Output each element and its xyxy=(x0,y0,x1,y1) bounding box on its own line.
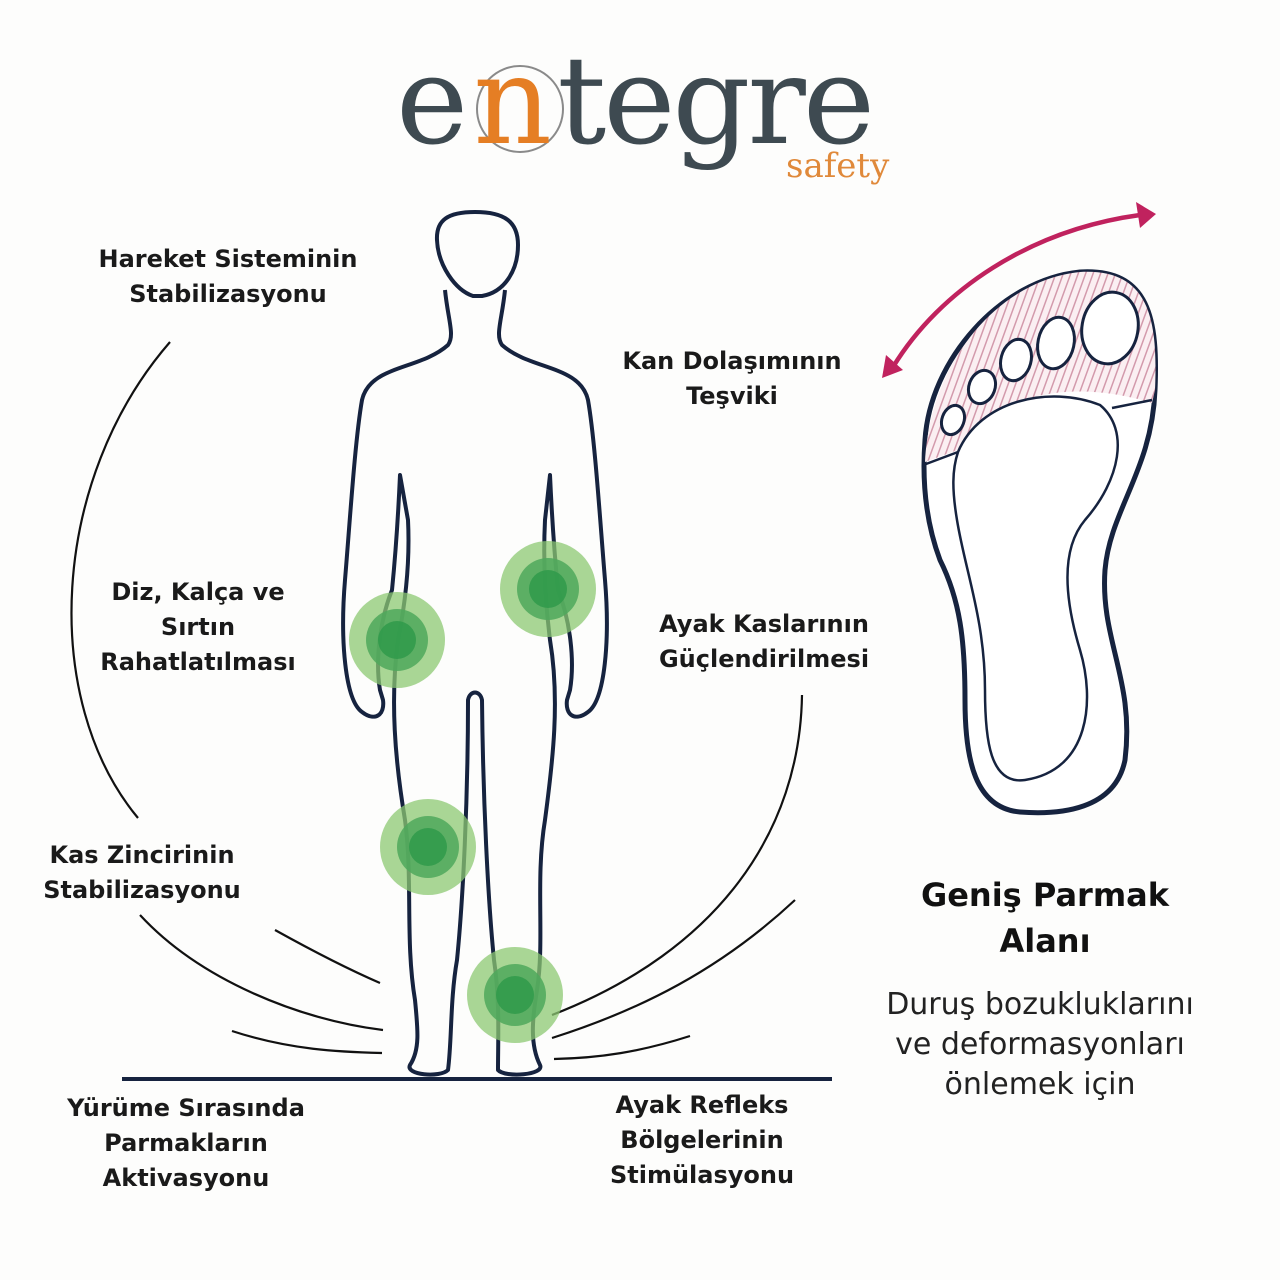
feature-title-line: Alanı xyxy=(999,922,1091,960)
label-line: Ayak Kaslarının xyxy=(659,610,869,638)
label-line: Rahatlatılması xyxy=(100,648,296,676)
feature-title: Geniş Parmak Alanı xyxy=(860,872,1230,964)
hotspots xyxy=(349,541,596,1043)
label-line: Parmakların xyxy=(104,1129,268,1157)
feature-desc-line: önlemek için xyxy=(944,1067,1136,1102)
human-outline-icon xyxy=(341,210,609,1077)
label-line: Güçlendirilmesi xyxy=(658,645,870,673)
label-line: Stimülasyonu xyxy=(609,1161,795,1189)
label-line: Yürüme Sırasında xyxy=(67,1094,305,1122)
label-refleks: Ayak Refleks Bölgelerinin Stimülasyonu xyxy=(582,1088,822,1193)
green-pressure-point-icon xyxy=(467,947,563,1043)
label-line: Teşviki xyxy=(686,382,778,410)
label-line: Hareket Sisteminin xyxy=(98,245,358,273)
label-line: Kas Zincirinin xyxy=(49,841,235,869)
label-kan-dolasimi: Kan Dolaşımının Teşviki xyxy=(600,344,864,414)
label-ayak-kaslari: Ayak Kaslarının Güçlendirilmesi xyxy=(640,607,888,677)
arc-lines xyxy=(70,341,804,1061)
green-pressure-point-icon xyxy=(380,799,476,895)
logo-ring xyxy=(476,65,564,153)
label-hareket-sisteminin: Hareket Sisteminin Stabilizasyonu xyxy=(80,242,376,312)
feature-desc-line: Duruş bozukluklarını xyxy=(886,987,1194,1022)
label-yurume: Yürüme Sırasında Parmakların Aktivasyonu xyxy=(36,1091,336,1196)
feature-desc-line: ve deformasyonları xyxy=(895,1027,1185,1062)
green-pressure-point-icon xyxy=(349,592,445,688)
logo-suffix: tegre xyxy=(557,30,875,172)
label-line: Sırtın xyxy=(160,613,236,641)
label-kas-zinciri: Kas Zincirinin Stabilizasyonu xyxy=(20,838,264,908)
label-line: Diz, Kalça ve xyxy=(111,578,285,606)
logo-highlight-letter: n xyxy=(473,30,552,172)
label-line: Bölgelerinin xyxy=(620,1126,784,1154)
label-line: Kan Dolaşımının xyxy=(622,347,842,375)
label-diz-kalca: Diz, Kalça ve Sırtın Rahatlatılması xyxy=(80,575,316,680)
logo-subtitle: safety xyxy=(786,146,890,186)
feature-title-line: Geniş Parmak xyxy=(920,876,1170,914)
green-pressure-point-icon xyxy=(500,541,596,637)
logo-prefix: e xyxy=(396,30,468,172)
double-arrow-curved-icon xyxy=(882,202,1156,378)
label-line: Aktivasyonu xyxy=(102,1164,270,1192)
feature-description: Duruş bozukluklarını ve deformasyonları … xyxy=(840,985,1240,1105)
label-line: Stabilizasyonu xyxy=(129,280,327,308)
brand-logo: entegre safety xyxy=(396,40,896,190)
label-line: Ayak Refleks xyxy=(615,1091,789,1119)
insole-footprint-icon xyxy=(921,269,1158,816)
label-line: Stabilizasyonu xyxy=(43,876,241,904)
logo-wordmark: entegre xyxy=(396,40,875,162)
